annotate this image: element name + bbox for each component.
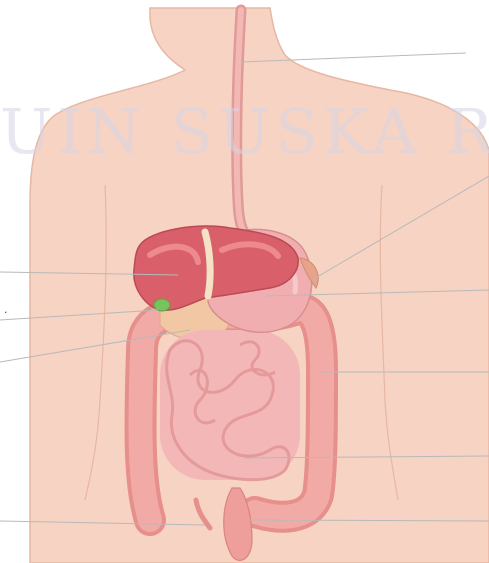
label-texts: . bbox=[4, 303, 8, 316]
gallbladder bbox=[154, 299, 170, 311]
label-gallbladder: . bbox=[4, 303, 8, 316]
